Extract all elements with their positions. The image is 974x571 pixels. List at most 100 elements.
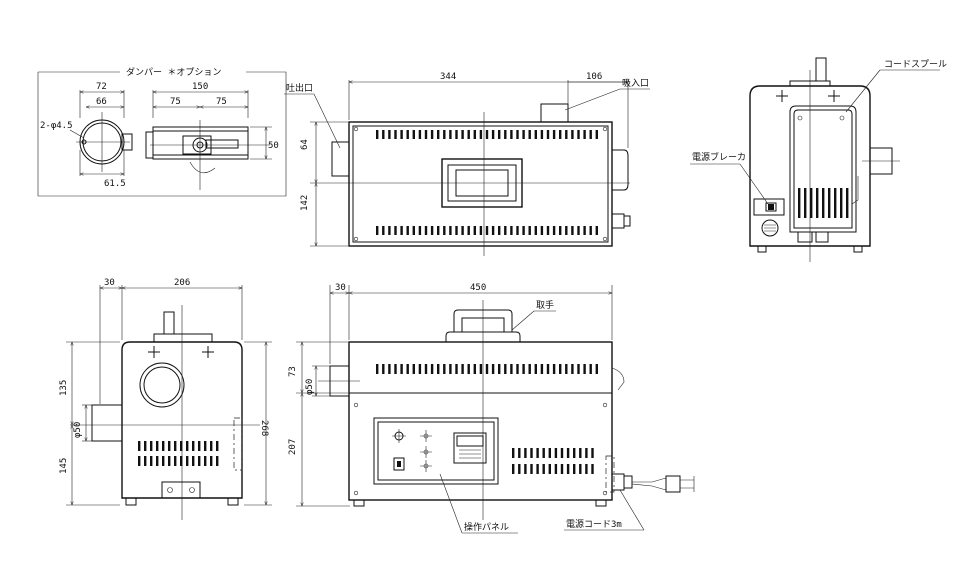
vent-slot <box>424 364 428 374</box>
vent-slot <box>467 364 470 374</box>
vent-slot <box>846 188 849 218</box>
vent-slot <box>516 226 519 235</box>
vent-slot <box>394 226 397 235</box>
vent-slot <box>536 464 539 474</box>
vent-slot <box>566 448 570 458</box>
vent-slot <box>573 464 576 474</box>
vent-slot <box>536 448 539 458</box>
vent-slot <box>382 364 385 374</box>
vent-slot <box>144 441 147 451</box>
vent-slot <box>437 130 440 139</box>
vent-slot <box>424 226 428 235</box>
dim-phi50-front: φ50 <box>305 379 315 395</box>
vent-slot <box>168 456 171 466</box>
vent-slot <box>376 130 379 139</box>
vent-slot <box>192 456 195 466</box>
vent-slot <box>530 448 533 458</box>
vent-slot <box>504 226 507 235</box>
vent-slot <box>583 226 586 235</box>
vent-slot <box>585 448 588 458</box>
vent-slot <box>565 226 568 235</box>
vent-slot <box>528 364 531 374</box>
vent-slot <box>156 456 159 466</box>
vent-slot <box>485 226 489 235</box>
damper-title: ダンパー ＊オプション <box>126 66 221 78</box>
vent-slot <box>798 188 801 218</box>
vent-slot <box>174 456 177 466</box>
vent-slot <box>512 448 515 458</box>
vent-slot <box>388 364 391 374</box>
vent-slot <box>595 364 598 374</box>
dim-135: 135 <box>59 380 69 396</box>
vent-slot <box>461 364 464 374</box>
vent-slot <box>498 226 501 235</box>
dim-75-right: 75 <box>216 97 227 107</box>
vent-slot <box>430 364 434 374</box>
dim-50: 50 <box>268 141 279 151</box>
dim-75-left: 75 <box>170 97 181 107</box>
vent-slot <box>589 130 592 139</box>
vent-slot <box>491 226 495 235</box>
vent-slot <box>518 448 521 458</box>
left-side-view: 30 206 135 145 268 φ50 <box>59 278 272 520</box>
vent-slot <box>400 130 403 139</box>
vent-slot <box>198 441 201 451</box>
vent-slot <box>455 226 458 235</box>
vent-slot <box>473 364 476 374</box>
vent-slot <box>382 130 385 139</box>
vent-slot <box>455 364 458 374</box>
vent-slot <box>443 364 446 374</box>
vent-slot <box>376 226 379 235</box>
vent-slot <box>394 364 397 374</box>
front-view: 30 450 73 207 φ50 取手 操作パネル 電源コード3m <box>288 283 695 534</box>
vent-slot <box>174 441 177 451</box>
dim-207: 207 <box>288 439 298 455</box>
vent-slot <box>591 464 594 474</box>
vent-slot <box>571 364 574 374</box>
vent-slot <box>828 188 831 218</box>
dim-150: 150 <box>192 82 208 92</box>
vent-slot <box>455 130 458 139</box>
dim-145: 145 <box>59 458 69 474</box>
vent-slot <box>186 441 189 451</box>
label-breaker: 電源ブレーカ <box>692 151 746 163</box>
vent-slot <box>816 188 819 218</box>
vent-slot <box>583 364 586 374</box>
vent-slot <box>473 130 476 139</box>
vent-slot <box>510 226 513 235</box>
vent-slot <box>534 226 537 235</box>
vent-slot <box>504 364 507 374</box>
label-handle: 取手 <box>536 299 554 311</box>
vent-slot <box>560 464 564 474</box>
vent-slot <box>437 226 440 235</box>
vent-slot <box>156 441 159 451</box>
vent-slot <box>418 364 422 374</box>
top-view: 344 106 64 142 吐出口 吸入口 <box>284 72 650 256</box>
vent-slot <box>554 448 558 458</box>
vent-slot <box>522 130 525 139</box>
vent-slot <box>534 130 537 139</box>
vent-slot <box>571 226 574 235</box>
damper-option-view: ダンパー ＊オプション 72 66 150 75 75 2-φ4.5 61.5 <box>37 66 287 197</box>
vent-slot <box>546 226 550 235</box>
vent-slot <box>479 364 483 374</box>
vent-slot <box>528 130 531 139</box>
vent-slot <box>388 226 391 235</box>
dim-61-5: 61.5 <box>104 179 126 189</box>
vent-slot <box>542 464 545 474</box>
vent-slot <box>524 448 527 458</box>
vent-slot <box>138 441 141 451</box>
vent-slot <box>577 226 580 235</box>
vent-slot <box>595 130 598 139</box>
vent-slot <box>560 448 564 458</box>
vent-slot <box>522 364 525 374</box>
vent-slot <box>498 364 501 374</box>
vent-slot <box>589 364 592 374</box>
vent-slot <box>412 130 415 139</box>
vent-slot <box>573 448 576 458</box>
vent-slot <box>566 464 570 474</box>
dim-30-front: 30 <box>335 283 346 293</box>
vent-slot <box>565 364 568 374</box>
vent-slot <box>180 441 183 451</box>
vent-slot <box>542 448 545 458</box>
